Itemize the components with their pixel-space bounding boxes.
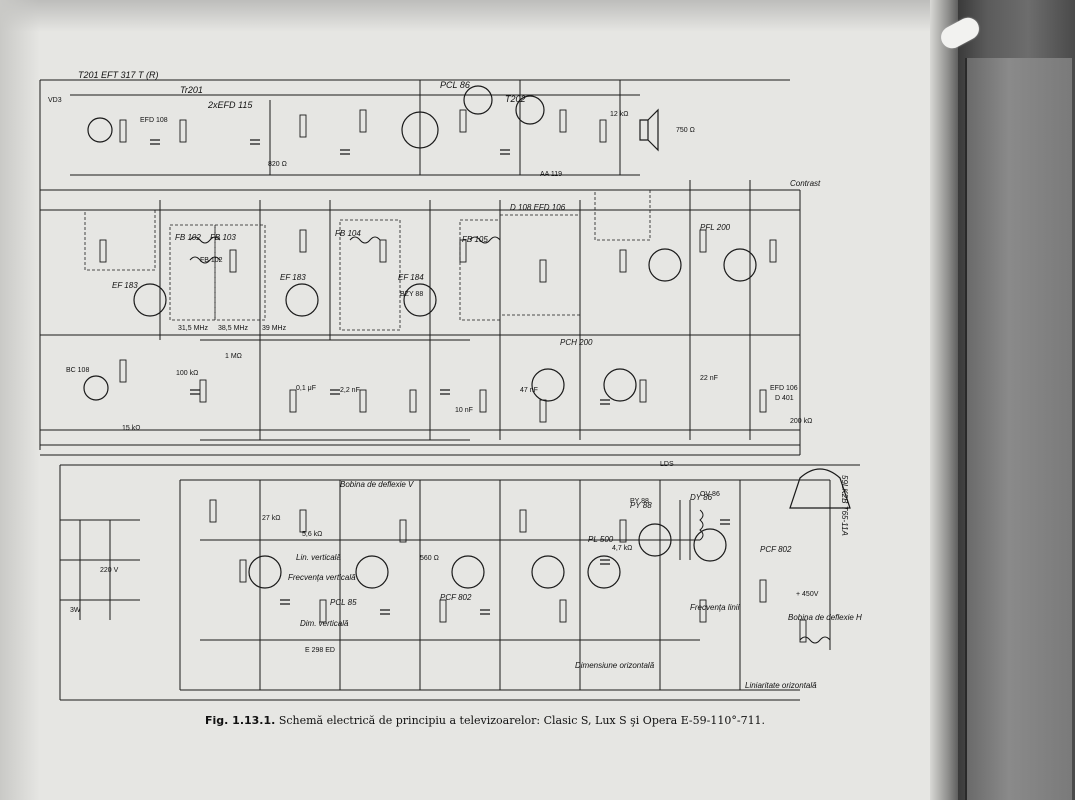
- sections-label: Bobina de deflexie V: [340, 480, 414, 489]
- filters-label: FB 104: [335, 229, 361, 238]
- figure-caption: Fig. 1.13.1. Schemă electrică de princip…: [205, 714, 765, 727]
- components-label: 15 kΩ: [122, 425, 140, 432]
- filters-label: D 108 EFD 106: [510, 203, 566, 212]
- freq-label: 31,5 MHz: [178, 325, 208, 332]
- top-label: 2xEFD 115: [207, 100, 253, 110]
- sections-label: Dimensiune orizontală: [575, 661, 655, 670]
- components-label: 10 nF: [455, 407, 473, 414]
- components-label: 22 nF: [700, 375, 718, 382]
- sections-label: Frecvenţa linii: [690, 603, 740, 612]
- tubes-label: EF 183: [280, 273, 306, 282]
- schematic-top-labels: T201 EFT 317 T (R) 2xEFD 115 PCL 86 Tr201T2…: [78, 70, 526, 110]
- components-label: E 298 ED: [305, 647, 335, 654]
- sections-label: Bobina de deflexie H: [788, 613, 862, 622]
- sections-label: Lin. verticală: [296, 553, 341, 562]
- misc-label: LDS: [660, 461, 674, 468]
- top-label: T202: [505, 94, 526, 104]
- sections-label: Liniaritate orizontală: [745, 681, 817, 690]
- filters-label: FB 102: [175, 233, 201, 242]
- misc-label: + 450V: [796, 591, 819, 598]
- components-label: 0,1 μF: [296, 385, 316, 392]
- tubes-label: PCF 802: [440, 593, 472, 602]
- tubes-label: PCH 200: [560, 338, 593, 347]
- book-page-right-inner: [965, 58, 1072, 800]
- misc-label: OV 86: [700, 491, 720, 498]
- misc-label: VD3: [48, 97, 62, 104]
- freq-label: 38,5 MHz: [218, 325, 248, 332]
- misc-label: 220 V: [100, 567, 119, 574]
- components-label: EFD 106: [770, 385, 798, 392]
- components-label: 820 Ω: [268, 161, 287, 168]
- schematic-filter-labels: FB 102 FB 103 FB 104 FB 105 D 108 EFD 106: [175, 203, 566, 244]
- tubes-label: EF 183: [112, 281, 138, 290]
- circuit-schematic: T201 EFT 317 T (R) 2xEFD 115 PCL 86 Tr201T2…: [39, 70, 862, 701]
- tubes-label: EF 184: [398, 273, 424, 282]
- top-label: Tr201: [180, 85, 203, 95]
- freq-label: 39 MHz: [262, 325, 287, 332]
- components-label: 750 Ω: [676, 127, 695, 134]
- book-gutter: [930, 0, 960, 800]
- tubes-label: PFL 200: [700, 223, 731, 232]
- components-label: 4,7 kΩ: [612, 545, 632, 552]
- components-label: 100 kΩ: [176, 370, 198, 377]
- tubes-label: PY 88: [630, 501, 652, 510]
- page-left-shadow: [0, 0, 40, 800]
- components-label: 12 kΩ: [610, 111, 628, 118]
- top-label: T201 EFT 317 T (R): [78, 70, 159, 80]
- sections-label: Frecvenţa verticală: [288, 573, 356, 582]
- components-label: 2,2 nF: [340, 387, 360, 394]
- figure-caption-text: Schemă electrică de principiu a televizo…: [278, 714, 766, 727]
- components-label: EFD 108: [140, 117, 168, 124]
- components-label: AA 119: [540, 171, 562, 178]
- components-label: 560 Ω: [420, 555, 439, 562]
- sections-label: Dim. verticală: [300, 619, 349, 628]
- crt-tube-label: 59LK2B T65-11A: [840, 475, 849, 536]
- components-label: 1 MΩ: [225, 353, 242, 360]
- misc-label: 3W: [70, 607, 81, 614]
- components-label: BC 108: [66, 367, 89, 374]
- schematic-frequency-labels: 31,5 MHz 38,5 MHz 39 MHz: [178, 325, 287, 332]
- book-page-left: [0, 0, 945, 800]
- misc-label: PY 88: [630, 498, 649, 505]
- page-top-shadow: [0, 0, 945, 32]
- figure-number: Fig. 1.13.1.: [205, 714, 276, 727]
- tubes-label: PCF 802: [760, 545, 792, 554]
- schematic-section-labels: Bobina de deflexie V Bobina de deflexie H…: [288, 179, 862, 690]
- tubes-label: PL 500: [588, 535, 614, 544]
- sections-label: Contrast: [790, 179, 821, 188]
- filters-label: FB 105: [462, 235, 488, 244]
- components-label: 200 kΩ: [790, 418, 812, 425]
- misc-label: FB 102: [200, 257, 223, 264]
- tubes-label: PCL 85: [330, 598, 357, 607]
- components-label: 27 kΩ: [262, 515, 280, 522]
- tubes-label: DY 86: [690, 493, 713, 502]
- components-label: 47 nF: [520, 387, 538, 394]
- components-label: 5,6 kΩ: [302, 531, 322, 538]
- filters-label: FB 103: [210, 233, 236, 242]
- components-label: D 401: [775, 395, 794, 402]
- components-label: BZY 88: [400, 291, 423, 298]
- top-label: PCL 86: [440, 80, 470, 90]
- schematic-misc-labels: 220 V 3W FB 102 OV 86 PY 88 LDS VD3 + 450V: [48, 97, 819, 614]
